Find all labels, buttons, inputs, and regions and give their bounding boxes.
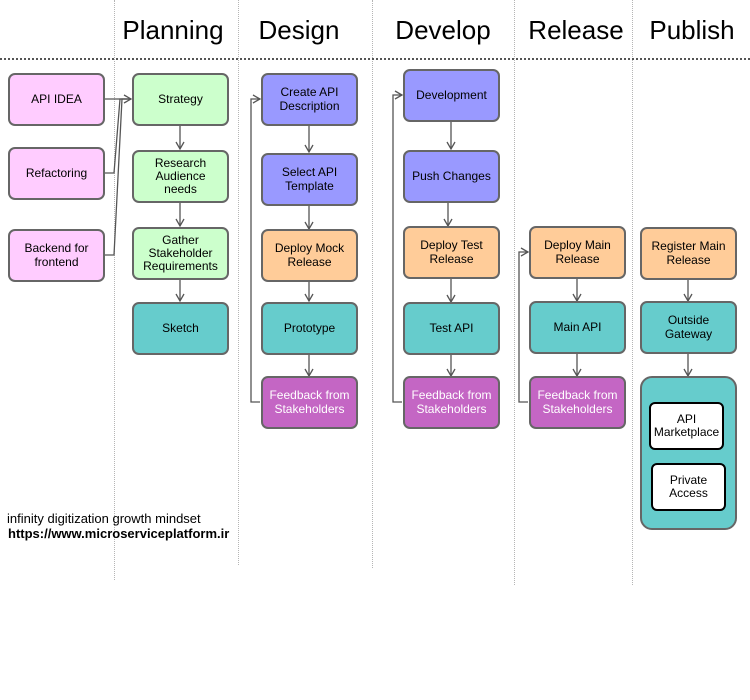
node-create-api-description: Create API Description (261, 73, 358, 126)
lane-separator (514, 0, 515, 585)
column-header-develop: Develop (395, 14, 491, 45)
connector (518, 247, 530, 403)
lane-separator (632, 0, 633, 585)
header-divider (0, 58, 750, 60)
lane-separator (372, 0, 373, 568)
connector (392, 90, 404, 403)
node-gather-stakeholder-requirements: Gather Stakeholder Requirements (132, 227, 229, 280)
node-private-access: Private Access (651, 463, 726, 511)
column-header-design: Design (258, 14, 340, 45)
node-select-api-template: Select API Template (261, 153, 358, 206)
node-backend-for-frontend: Backend for frontend (8, 229, 105, 282)
node-sketch: Sketch (132, 302, 229, 355)
node-refactoring: Refactoring (8, 147, 105, 200)
node-deploy-mock-release: Deploy Mock Release (261, 229, 358, 282)
node-api-idea: API IDEA (8, 73, 105, 126)
node-test-api: Test API (403, 302, 500, 355)
node-main-api: Main API (529, 301, 626, 354)
lane-separator (114, 0, 115, 580)
node-feedback-from-stakeholders: Feedback from Stakeholders (529, 376, 626, 429)
node-development: Development (403, 69, 500, 122)
node-outside-gateway: Outside Gateway (640, 301, 737, 354)
node-feedback-from-stakeholders: Feedback from Stakeholders (261, 376, 358, 429)
node-deploy-main-release: Deploy Main Release (529, 226, 626, 279)
node-register-main-release: Register Main Release (640, 227, 737, 280)
connector (104, 98, 131, 174)
node-push-changes: Push Changes (403, 150, 500, 203)
node-strategy: Strategy (132, 73, 229, 126)
node-deploy-test-release: Deploy Test Release (403, 226, 500, 279)
node-prototype: Prototype (261, 302, 358, 355)
column-header-planning: Planning (122, 14, 224, 45)
node-research-audience-needs: Research Audience needs (132, 150, 229, 203)
website-url: https://www.microserviceplatform.ir (8, 526, 230, 541)
tagline-text: infinity digitization growth mindset (7, 511, 201, 526)
lane-separator (238, 0, 239, 565)
column-header-publish: Publish (649, 14, 735, 45)
connector (104, 98, 131, 256)
node-feedback-from-stakeholders: Feedback from Stakeholders (403, 376, 500, 429)
node-api-marketplace: API Marketplace (649, 402, 724, 450)
connector (250, 94, 262, 403)
column-header-release: Release (528, 14, 624, 45)
